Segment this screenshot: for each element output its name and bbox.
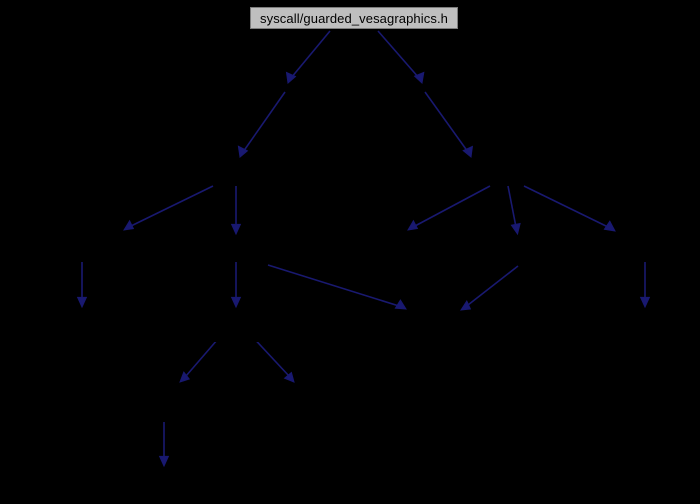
edge-root-to-right-hub — [377, 30, 474, 158]
graph-node-root[interactable]: syscall/guarded_vesagraphics.h — [250, 7, 458, 29]
edge-right-hub-to-node5 — [407, 185, 491, 231]
graph-node-2[interactable] — [465, 161, 545, 183]
graph-node-8[interactable] — [42, 320, 122, 342]
graph-node-14[interactable] — [125, 478, 205, 500]
graph-node-4[interactable] — [196, 240, 276, 262]
edge-node6-to-node10 — [460, 265, 519, 311]
edge-left-hub-to-node3 — [123, 185, 214, 231]
edge-right-hub-to-node6 — [507, 185, 521, 236]
graph-node-12[interactable] — [125, 400, 205, 422]
graph-node-13[interactable] — [262, 400, 342, 422]
edge-node4-to-node10 — [267, 264, 407, 310]
graph-node-5[interactable] — [368, 240, 448, 262]
graph-node-1[interactable] — [196, 161, 276, 183]
edge-root-to-left-hub — [237, 30, 331, 158]
graph-node-10[interactable] — [394, 320, 490, 342]
graph-node-3[interactable] — [42, 240, 122, 262]
edge-right-hub-to-node7 — [523, 185, 616, 232]
graph-node-6[interactable] — [478, 240, 558, 262]
graph-node-7[interactable] — [605, 240, 685, 262]
graph-node-9[interactable] — [196, 320, 276, 342]
graph-node-11[interactable] — [605, 320, 685, 342]
edge-left-hub-to-node4 — [230, 186, 242, 236]
